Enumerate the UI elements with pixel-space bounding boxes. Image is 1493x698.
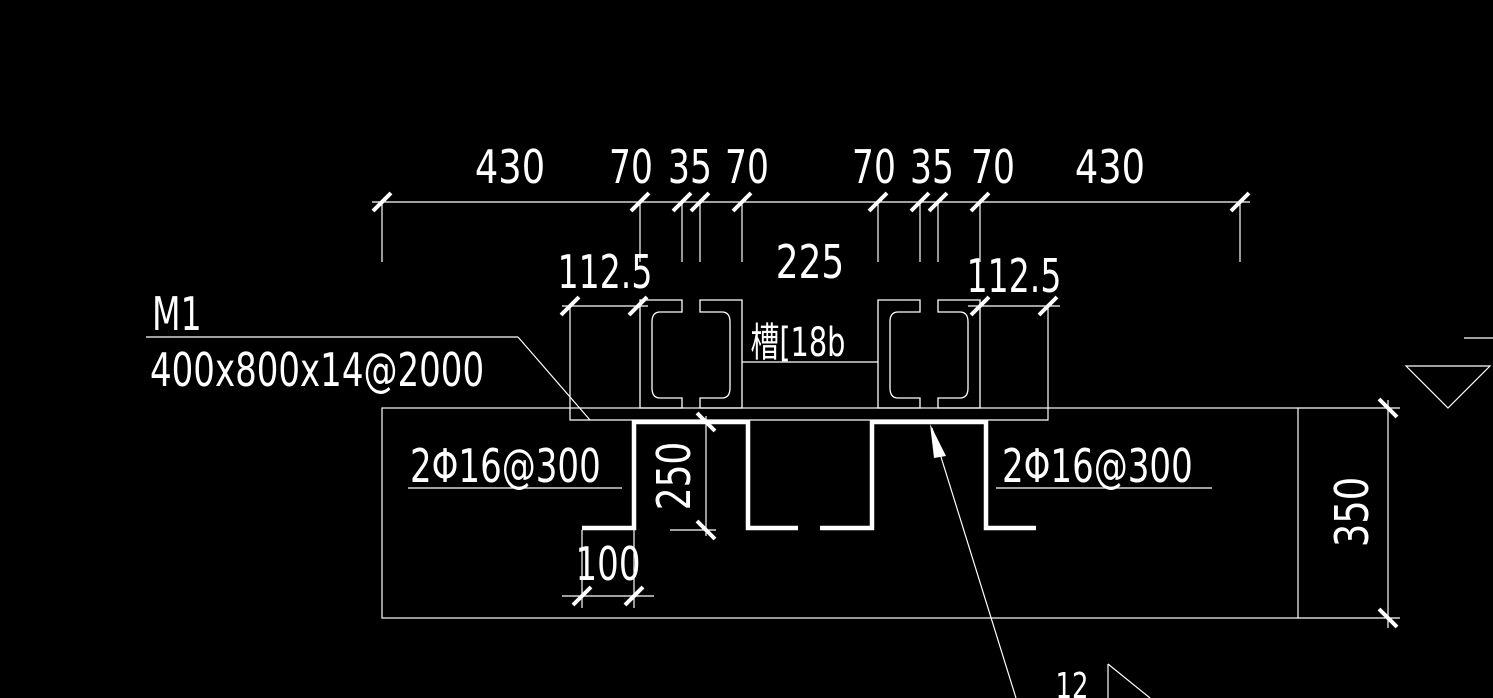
dim-250-label: 250	[648, 442, 702, 510]
dim-35-b: 35	[910, 140, 954, 194]
dim-70-b: 70	[725, 140, 769, 194]
dimension-350	[1377, 397, 1399, 629]
concrete-beam	[381, 407, 1299, 619]
rebar-left	[582, 419, 798, 531]
dimension-100	[562, 530, 654, 608]
channel-steel-right	[877, 299, 981, 409]
channel-steel-left	[639, 299, 743, 409]
dimension-250	[670, 411, 717, 541]
dim-100-label: 100	[576, 537, 641, 592]
channel-label: 槽[18b	[751, 320, 846, 366]
dim-430-left: 430	[475, 140, 545, 194]
dim-112-5-right: 112.5	[967, 251, 1062, 304]
dim-225: 225	[776, 236, 844, 290]
plate-spec: 400x800x14@2000	[150, 343, 484, 398]
dim-350-label: 350	[1325, 477, 1379, 547]
leader-12-label: 12	[1056, 666, 1089, 698]
dim-112-5-left: 112.5	[558, 247, 653, 300]
embedded-plate	[569, 372, 1049, 421]
dim-70-c: 70	[852, 140, 896, 194]
plate-label-leader	[146, 336, 591, 421]
rebar-right	[820, 419, 1036, 531]
rebar-left-label: 2Φ16@300	[410, 439, 601, 494]
dim-35-a: 35	[668, 140, 712, 194]
top-dimension-chain	[371, 191, 1251, 262]
top-dimension-labels: 430 70 35 70 70 35 70 430	[475, 140, 1145, 194]
elevation-marker	[1404, 337, 1493, 409]
dim-70-a: 70	[609, 140, 653, 194]
rebar-right-label: 2Φ16@300	[1002, 439, 1193, 494]
plate-label: M1	[152, 289, 202, 342]
dim-430-right: 430	[1075, 140, 1145, 194]
section-leader	[930, 424, 1151, 698]
dim-70-d: 70	[971, 140, 1015, 194]
